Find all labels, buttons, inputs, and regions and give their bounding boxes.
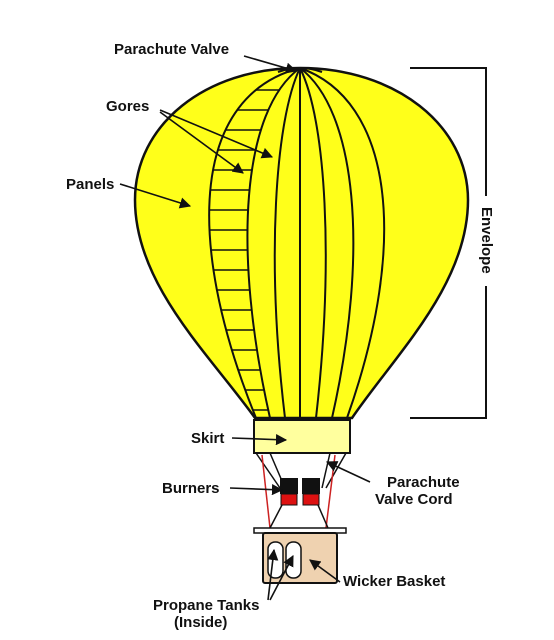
gore-seams: [208, 67, 386, 419]
gores-leader-1: [159, 109, 274, 159]
tanks-leader-2: [269, 555, 294, 601]
label-panels: Panels: [66, 176, 114, 193]
gores-leader-2: [159, 111, 244, 174]
label-envelope: Envelope: [478, 207, 495, 274]
basket-cables: [269, 504, 329, 529]
basket-leader: [309, 559, 341, 583]
label-burners: Burners: [162, 480, 220, 497]
panel-lines: [209, 89, 280, 411]
burners: [280, 478, 320, 506]
label-propane-tanks-2: (Inside): [174, 614, 227, 631]
label-wicker-basket: Wicker Basket: [343, 573, 445, 590]
parachute-valve-leader: [243, 55, 298, 74]
skirt-leader: [231, 434, 288, 446]
leader-lines: [119, 55, 371, 601]
envelope-label-bg: [476, 196, 498, 286]
panels-leader: [119, 183, 192, 209]
burners-leader: [229, 484, 284, 496]
skirt: [253, 419, 351, 454]
label-parachute-valve-cord-2: Valve Cord: [375, 491, 453, 508]
cord-leader: [325, 461, 371, 483]
label-gores: Gores: [106, 98, 149, 115]
label-parachute-valve-cord-1: Parachute: [387, 474, 460, 491]
label-propane-tanks-1: Propane Tanks: [153, 597, 259, 614]
label-skirt: Skirt: [191, 430, 224, 447]
parachute-valve: [277, 67, 323, 73]
tanks-leader-1: [267, 548, 279, 601]
label-parachute-valve: Parachute Valve: [114, 41, 229, 58]
